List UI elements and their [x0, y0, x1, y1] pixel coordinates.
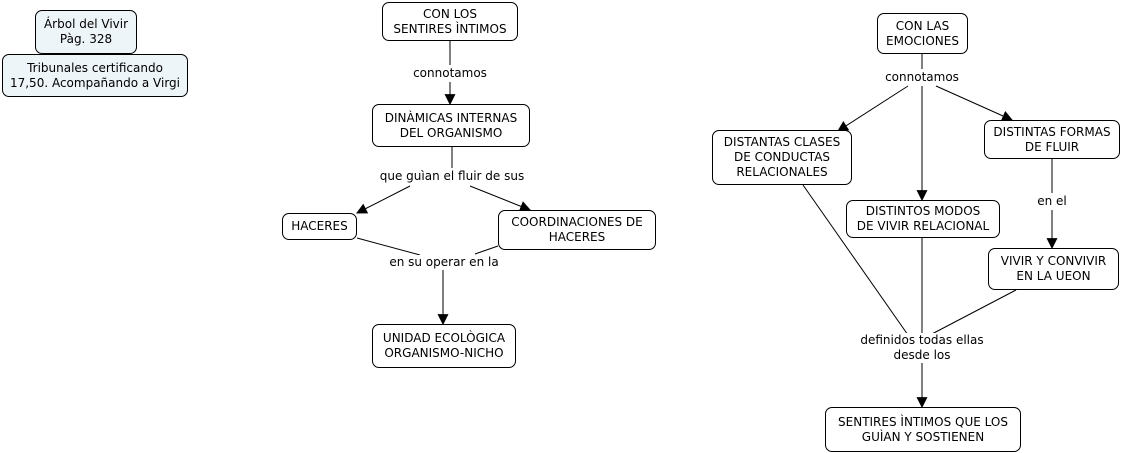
concept-con-los-sentires-intimos[interactable]: CON LOS SENTIRES ÌNTIMOS: [382, 2, 518, 41]
edge-guian-to-coordinaciones: [469, 185, 532, 212]
concept-haceres[interactable]: HACERES: [282, 213, 357, 240]
note-tribunales[interactable]: Tribunales certificando 17,50. Acompañan…: [2, 54, 188, 97]
link-connotamos-right: connotamos: [877, 70, 967, 85]
link-definidos-desde: definidos todas ellas desde los: [852, 333, 992, 363]
edge-connotamos-to-clases: [837, 85, 909, 132]
edge-vivir-to-definidos: [929, 289, 1017, 336]
note-arbol-del-vivir[interactable]: Árbol del Vivir Pàg. 328: [35, 10, 137, 54]
link-que-guian: que guìan el fluir de sus: [370, 169, 534, 184]
concept-sentires-intimos-que-los-guian[interactable]: SENTIRES ÌNTIMOS QUE LOS GUÌAN Y SOSTIEN…: [825, 407, 1021, 452]
edge-guian-to-haceres: [356, 185, 411, 214]
link-en-su-operar: en su operar en la: [382, 255, 506, 270]
concept-unidad-ecologica[interactable]: UNIDAD ECOLÒGICA ORGANISMO-NICHO: [372, 324, 516, 368]
edge-coordinaciones-to-operar: [474, 245, 499, 255]
edge-haceres-to-operar: [356, 237, 421, 256]
concept-distantas-clases[interactable]: DISTANTAS CLASES DE CONDUCTAS RELACIONAL…: [712, 130, 852, 185]
link-connotamos-left: connotamos: [405, 66, 495, 81]
edge-clases-to-definidos: [802, 184, 909, 336]
concept-distintas-formas[interactable]: DISTINTAS FORMAS DE FLUIR: [984, 120, 1120, 159]
link-en-el: en el: [1032, 194, 1072, 209]
concept-vivir-y-convivir[interactable]: VIVIR Y CONVIVIR EN LA UEON: [988, 248, 1119, 290]
concept-coordinaciones[interactable]: COORDINACIONES DE HACERES: [498, 210, 656, 250]
edge-connotamos-to-formas: [935, 85, 1014, 121]
concept-dinamicas-internas[interactable]: DINÀMICAS INTERNAS DEL ORGANISMO: [372, 104, 530, 147]
concept-con-las-emociones[interactable]: CON LAS EMOCIONES: [877, 13, 968, 54]
concept-distintos-modos[interactable]: DISTINTOS MODOS DE VIVIR RELACIONAL: [846, 200, 1000, 238]
